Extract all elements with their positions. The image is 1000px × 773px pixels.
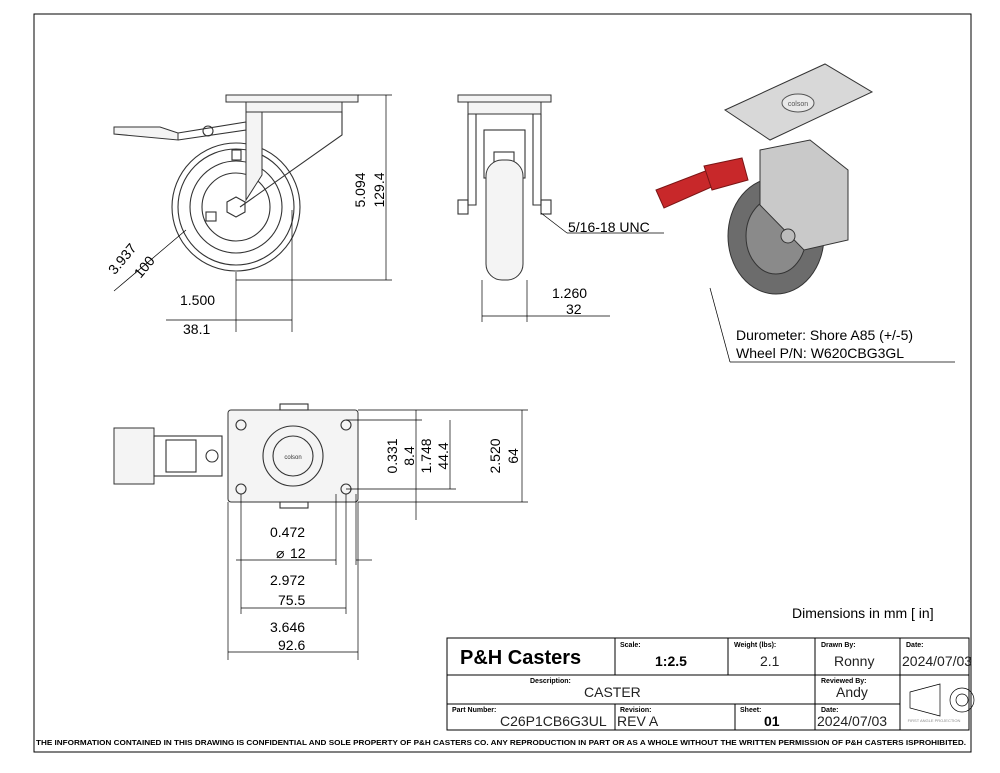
description-value: CASTER xyxy=(584,684,641,700)
company-name: P&H Casters xyxy=(460,647,581,669)
reviewed-label: Reviewed By: xyxy=(821,678,867,685)
front-view xyxy=(457,94,664,322)
dim-width-in: 1.260 xyxy=(552,285,587,301)
revision-value: REV A xyxy=(617,713,659,729)
dim-hole-dia-mm: 12 xyxy=(290,545,306,561)
dim-width-mm: 32 xyxy=(566,301,582,317)
dim-hole-width-mm: 44.4 xyxy=(435,442,451,469)
sheet-label: Sheet: xyxy=(740,707,761,714)
top-logo: colson xyxy=(284,455,301,461)
confidential-footer: THE INFORMATION CONTAINED IN THIS DRAWIN… xyxy=(36,738,966,747)
dim-side-height-mm: 129.4 xyxy=(371,172,387,207)
scale-label: Scale: xyxy=(620,642,641,649)
dim-plate-width-in: 2.520 xyxy=(487,438,503,473)
date-label: Date: xyxy=(906,642,924,649)
drawn-label: Drawn By: xyxy=(821,642,856,649)
dim-hole-span-in: 2.972 xyxy=(270,572,305,588)
iso-view: colson xyxy=(655,63,955,363)
thread-note: 5/16-18 UNC xyxy=(568,219,650,235)
dim-plate-len-in: 3.646 xyxy=(270,619,305,635)
projection-symbol: FIRST ANGLE PROJECTION xyxy=(908,683,975,723)
dim-offset-in: 1.500 xyxy=(180,292,215,308)
top-view: colson xyxy=(113,403,528,660)
sheet-value: 01 xyxy=(764,713,780,729)
description-label: Description: xyxy=(530,678,571,685)
dim-hole-off-in: 0.331 xyxy=(384,438,400,473)
weight-value: 2.1 xyxy=(760,653,780,669)
plate-logo: colson xyxy=(788,101,808,108)
side-view xyxy=(113,94,392,332)
part-label: Part Number: xyxy=(452,707,496,714)
projection-text: FIRST ANGLE PROJECTION xyxy=(908,718,961,723)
dimension-labels: 5.094 129.4 3.937 100 1.500 38.1 5/16-18… xyxy=(105,172,934,653)
dim-wheel-dia-mm: 100 xyxy=(131,253,158,281)
date2-value: 2024/07/03 xyxy=(817,713,887,729)
part-value: C26P1CB6G3UL xyxy=(500,713,607,729)
date-value: 2024/07/03 xyxy=(902,653,972,669)
dim-hole-width-in: 1.748 xyxy=(418,438,434,473)
date2-label: Date: xyxy=(821,707,839,714)
units-note: Dimensions in mm [ in] xyxy=(792,605,934,621)
durometer-note: Durometer: Shore A85 (+/-5) xyxy=(736,327,913,343)
dim-hole-dia-symbol: ⌀ xyxy=(276,545,284,561)
dim-hole-dia-in: 0.472 xyxy=(270,524,305,540)
dim-hole-off-mm: 8.4 xyxy=(401,446,417,466)
wheel-pn-note: Wheel P/N: W620CBG3GL xyxy=(736,345,904,361)
sheet-border xyxy=(33,13,972,753)
dim-plate-width-mm: 64 xyxy=(505,448,521,464)
revision-label: Revision: xyxy=(620,707,652,714)
title-block: P&H Casters Scale: 1:2.5 Weight (lbs): 2… xyxy=(446,637,975,731)
drawn-value: Ronny xyxy=(834,653,874,669)
reviewed-value: Andy xyxy=(836,684,868,700)
scale-value: 1:2.5 xyxy=(655,653,687,669)
dim-side-height-in: 5.094 xyxy=(352,172,368,207)
dim-hole-span-mm: 75.5 xyxy=(278,592,305,608)
dim-offset-mm: 38.1 xyxy=(183,321,210,337)
weight-label: Weight (lbs): xyxy=(734,642,776,649)
dim-plate-len-mm: 92.6 xyxy=(278,637,305,653)
